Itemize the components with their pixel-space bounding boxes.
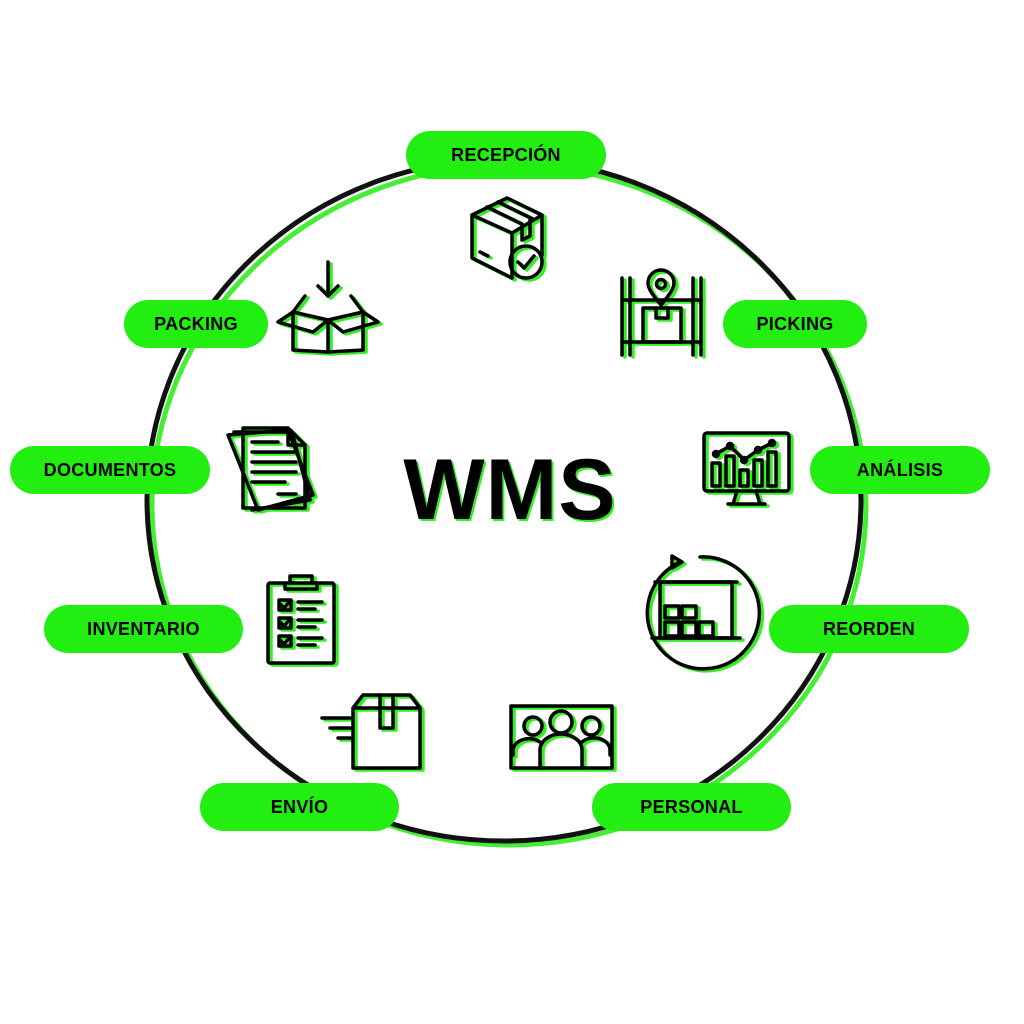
documents-icon (226, 426, 318, 514)
node-documentos[interactable]: DOCUMENTOS (10, 446, 210, 494)
node-reorden[interactable]: REORDEN (769, 605, 969, 653)
rack-location-icon (620, 268, 706, 359)
warehouse-cycle-icon (645, 554, 765, 673)
node-inventario[interactable]: INVENTARIO (44, 605, 243, 653)
node-recepcion[interactable]: RECEPCIÓN (406, 131, 606, 179)
team-icon (509, 704, 617, 772)
node-packing[interactable]: PACKING (124, 300, 268, 348)
node-analisis[interactable]: ANÁLISIS (810, 446, 990, 494)
wms-title: WMS (403, 441, 617, 538)
clipboard-checklist-icon (266, 574, 339, 667)
shipping-box-icon (320, 693, 425, 772)
package-check-icon (470, 196, 547, 282)
monitor-chart-icon (702, 431, 794, 508)
node-picking[interactable]: PICKING (723, 300, 867, 348)
open-box-icon (276, 260, 383, 356)
node-envio[interactable]: ENVÍO (200, 783, 399, 831)
node-personal[interactable]: PERSONAL (592, 783, 791, 831)
